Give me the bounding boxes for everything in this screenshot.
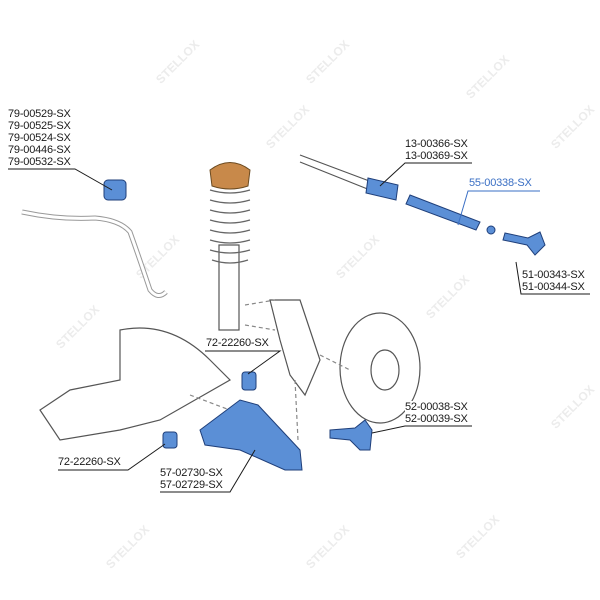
leader-stabilizer bbox=[8, 168, 113, 191]
part-number[interactable]: 57-02729-SX bbox=[160, 479, 223, 491]
part-number[interactable]: 79-00524-SX bbox=[8, 132, 71, 144]
leader-tie-rod bbox=[457, 190, 540, 226]
coil-spring bbox=[209, 189, 251, 264]
ball-joint bbox=[329, 419, 373, 451]
strut-body bbox=[218, 244, 240, 331]
inner-tie-rod bbox=[405, 194, 481, 231]
part-number[interactable]: 52-00038-SX bbox=[405, 401, 468, 413]
leader-bushing-front bbox=[58, 443, 166, 471]
stabilizer-bar bbox=[21, 209, 168, 298]
tie-rod-nut bbox=[486, 225, 496, 235]
callout-arm-bushing-rear: 72-22260-SX bbox=[206, 337, 269, 349]
leader-ball-joint bbox=[371, 425, 472, 434]
steering-knuckle bbox=[269, 299, 321, 397]
arm-bushing-front bbox=[162, 431, 178, 449]
part-number[interactable]: 79-00446-SX bbox=[8, 144, 71, 156]
leader-control-arm bbox=[160, 449, 256, 493]
callout-arm-bushing-front: 72-22260-SX bbox=[58, 456, 121, 468]
callout-rack-boot: 13-00366-SX 13-00369-SX bbox=[405, 138, 468, 162]
rack-boot bbox=[365, 177, 399, 201]
callout-tie-rod-end: 51-00343-SX 51-00344-SX bbox=[522, 269, 585, 293]
control-arm bbox=[199, 399, 303, 471]
part-number[interactable]: 52-00039-SX bbox=[405, 413, 468, 425]
part-number[interactable]: 79-00532-SX bbox=[8, 156, 71, 168]
part-number[interactable]: 79-00525-SX bbox=[8, 120, 71, 132]
part-number[interactable]: 79-00529-SX bbox=[8, 108, 71, 120]
callout-stabilizer-bushing: 79-00529-SX 79-00525-SX 79-00524-SX 79-0… bbox=[8, 108, 71, 168]
callout-tie-rod: 55-00338-SX bbox=[469, 177, 532, 189]
subframe bbox=[39, 327, 231, 441]
brake-disc bbox=[339, 312, 421, 424]
arm-bushing-rear bbox=[241, 371, 257, 391]
leader-tie-rod-end bbox=[515, 261, 590, 295]
tie-rod-end bbox=[502, 231, 546, 256]
part-number[interactable]: 13-00369-SX bbox=[405, 150, 468, 162]
part-number[interactable]: 51-00343-SX bbox=[522, 269, 585, 281]
leader-bushing-rear bbox=[205, 350, 282, 375]
part-number[interactable]: 51-00344-SX bbox=[522, 281, 585, 293]
strut-top-mount bbox=[209, 162, 251, 190]
part-number[interactable]: 72-22260-SX bbox=[58, 456, 121, 468]
callout-control-arm: 57-02730-SX 57-02729-SX bbox=[160, 467, 223, 491]
steering-rack bbox=[299, 154, 381, 193]
part-number[interactable]: 57-02730-SX bbox=[160, 467, 223, 479]
part-number[interactable]: 55-00338-SX bbox=[469, 177, 532, 189]
leader-rack-boot bbox=[379, 162, 472, 187]
stabilizer-bushing bbox=[103, 179, 127, 201]
part-number[interactable]: 72-22260-SX bbox=[206, 337, 269, 349]
part-number[interactable]: 13-00366-SX bbox=[405, 138, 468, 150]
callout-ball-joint: 52-00038-SX 52-00039-SX bbox=[405, 401, 468, 425]
